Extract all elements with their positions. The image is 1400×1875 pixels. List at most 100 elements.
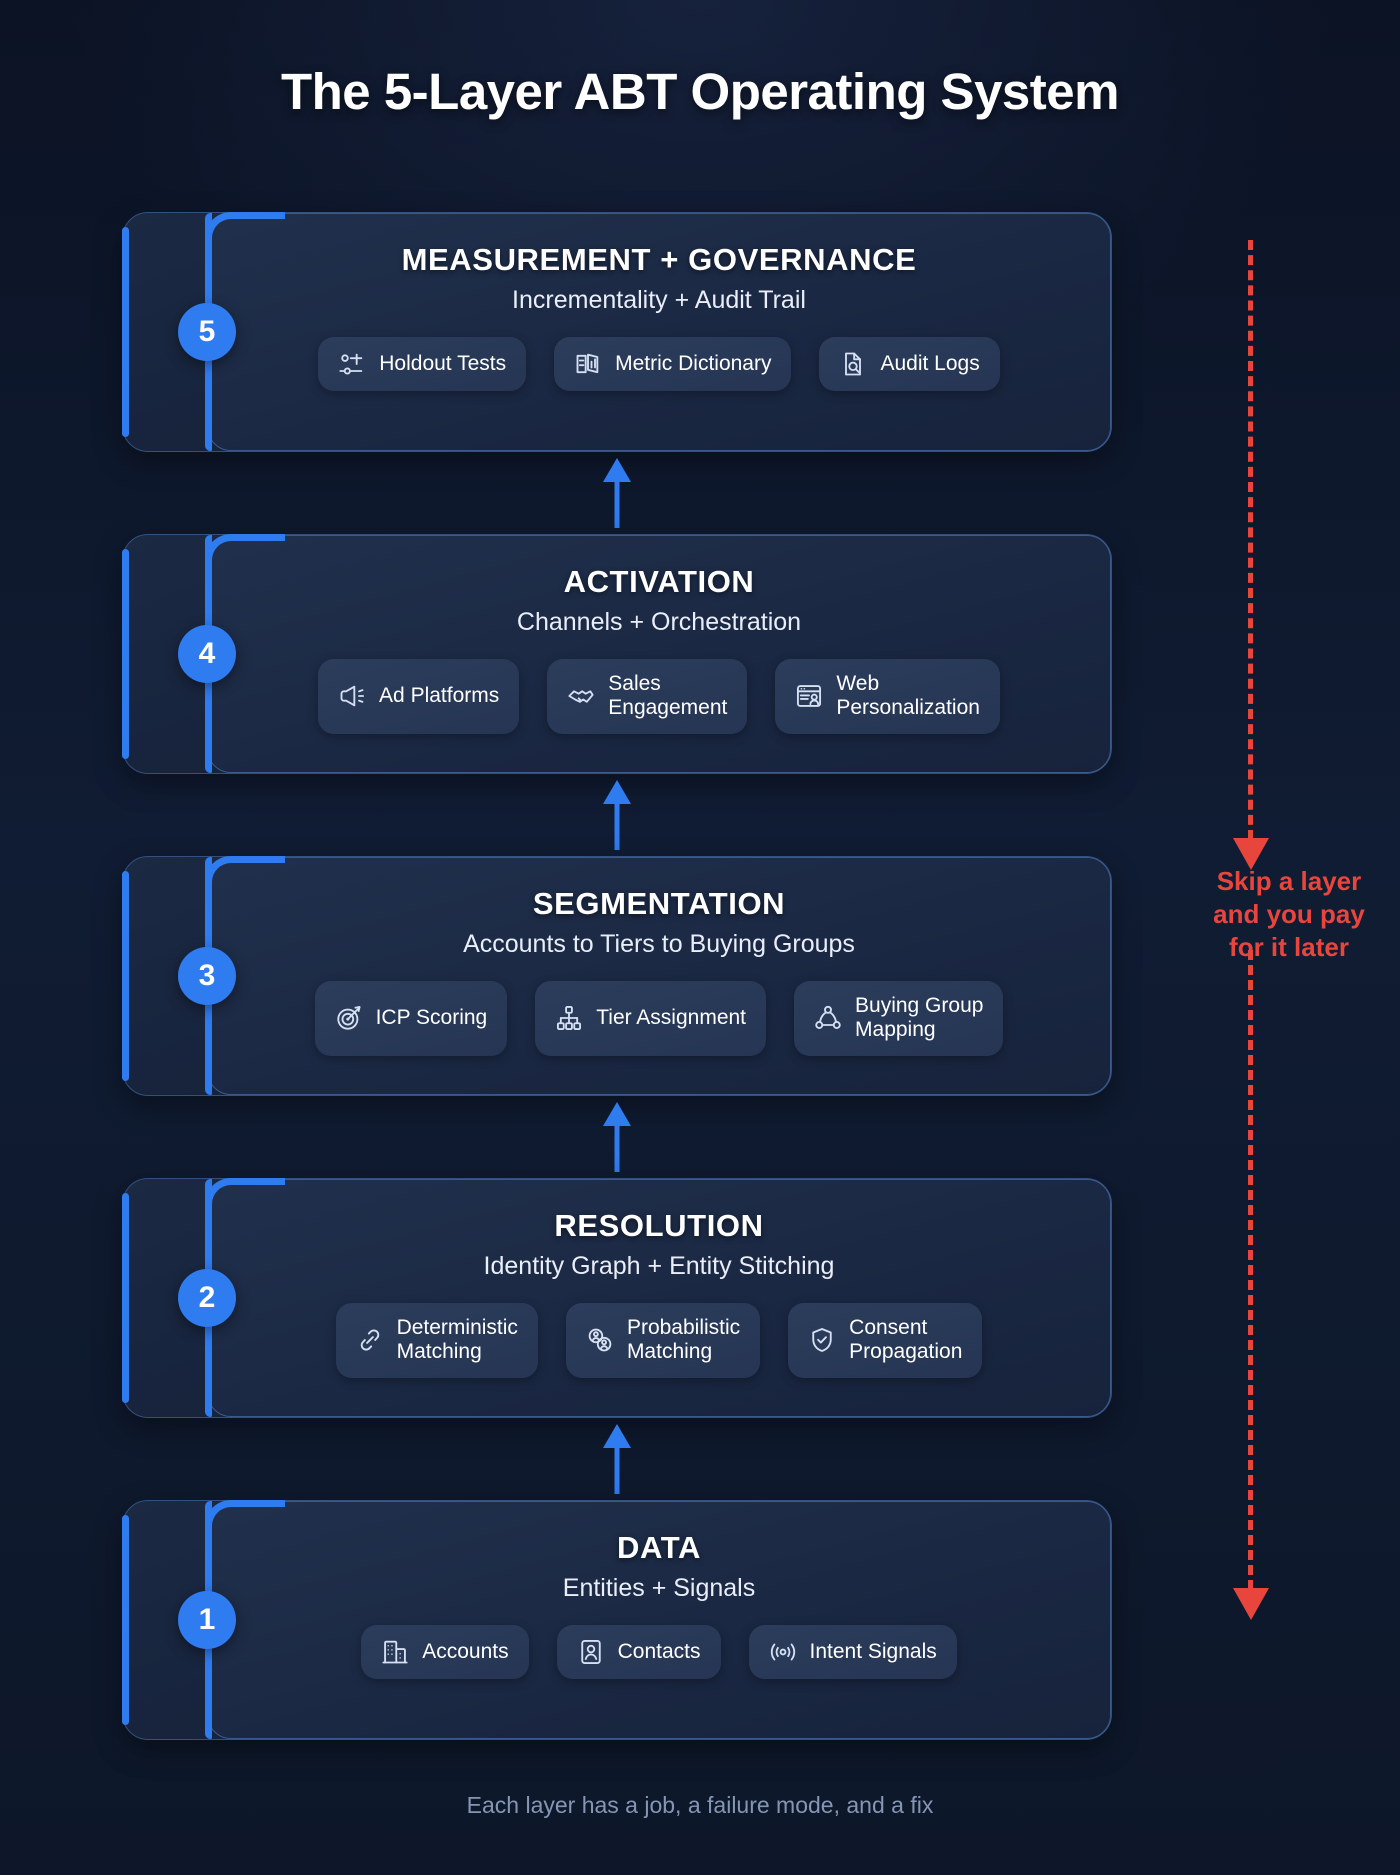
layer-subtitle: Channels + Orchestration <box>516 608 802 636</box>
chip-overlapping-users[interactable]: Probabilistic Matching <box>565 1303 761 1378</box>
layer-title: MEASUREMENT + GOVERNANCE <box>401 242 917 277</box>
chip-label: Holdout Tests <box>379 351 507 375</box>
layer-accent-bar-outer <box>122 1193 129 1403</box>
skip-layer-warning-rail: Skip a layer and you pay for it later <box>1180 240 1400 1660</box>
group-network-icon <box>814 1004 842 1032</box>
layer-title: DATA <box>617 1530 701 1565</box>
layer-title: SEGMENTATION <box>532 886 786 921</box>
chip-label: Consent Propagation <box>849 1316 963 1364</box>
layer-subtitle: Accounts to Tiers to Buying Groups <box>463 930 855 958</box>
layer-card-5[interactable]: 5 MEASUREMENT + GOVERNANCE Incrementalit… <box>122 212 1112 452</box>
layer-5: 5 MEASUREMENT + GOVERNANCE Incrementalit… <box>122 212 1112 528</box>
warning-line-2: and you pay <box>1213 898 1365 929</box>
chip-book-chart[interactable]: Metric Dictionary <box>554 337 792 391</box>
chip-label: Sales Engagement <box>608 672 728 720</box>
layer-subtitle: Identity Graph + Entity Stitching <box>483 1252 835 1280</box>
chip-handshake[interactable]: Sales Engagement <box>547 659 748 734</box>
layer-accent-bar-outer <box>122 1515 129 1725</box>
layer-2: 2 RESOLUTION Identity Graph + Entity Sti… <box>122 1178 1112 1494</box>
layer-3: 3 SEGMENTATION Accounts to Tiers to Buyi… <box>122 856 1112 1172</box>
layer-panel-1: DATA Entities + Signals Accounts Contact… <box>207 1501 1111 1739</box>
flow-arrow-up <box>602 1102 632 1172</box>
layer-chip-row: ICP Scoring Tier Assignment Buying Group… <box>234 981 1084 1056</box>
chip-group-network[interactable]: Buying Group Mapping <box>794 981 1004 1056</box>
layer-panel-2: RESOLUTION Identity Graph + Entity Stitc… <box>207 1179 1111 1417</box>
layer-card-3[interactable]: 3 SEGMENTATION Accounts to Tiers to Buyi… <box>122 856 1112 1096</box>
layer-panel-3: SEGMENTATION Accounts to Tiers to Buying… <box>207 857 1111 1095</box>
document-search-icon <box>839 350 867 378</box>
chip-label: Intent Signals <box>809 1639 937 1663</box>
flow-arrow-up <box>602 458 632 528</box>
handshake-icon <box>567 682 595 710</box>
flow-arrow-up <box>602 1424 632 1494</box>
hierarchy-icon <box>555 1004 583 1032</box>
layer-subtitle: Incrementality + Audit Trail <box>512 286 806 314</box>
layer-accent-bar-outer <box>122 549 129 759</box>
layer-title: RESOLUTION <box>554 1208 764 1243</box>
warning-line-3: for it later <box>1229 931 1349 962</box>
chip-target[interactable]: ICP Scoring <box>314 981 508 1056</box>
chip-document-search[interactable]: Audit Logs <box>819 337 1000 391</box>
chip-contact-card[interactable]: Contacts <box>556 1625 721 1679</box>
layer-chip-row: Holdout Tests Metric Dictionary Audit Lo… <box>234 337 1084 391</box>
red-arrow-down-bottom <box>1233 1588 1269 1620</box>
layer-panel-5: MEASUREMENT + GOVERNANCE Incrementality … <box>207 213 1111 451</box>
layer-subtitle: Entities + Signals <box>562 1574 756 1602</box>
contact-card-icon <box>577 1638 605 1666</box>
chip-label: Accounts <box>422 1639 509 1663</box>
chip-label: Web Personalization <box>836 672 980 720</box>
overlapping-users-icon <box>586 1326 614 1354</box>
layer-stack: 5 MEASUREMENT + GOVERNANCE Incrementalit… <box>122 212 1112 1740</box>
chip-hierarchy[interactable]: Tier Assignment <box>535 981 767 1056</box>
chip-browser-user[interactable]: Web Personalization <box>775 659 1000 734</box>
chip-signal-waves[interactable]: Intent Signals <box>748 1625 957 1679</box>
building-icon <box>381 1638 409 1666</box>
layer-4: 4 ACTIVATION Channels + Orchestration Ad… <box>122 534 1112 850</box>
layer-chip-row: Accounts Contacts Intent Signals <box>234 1625 1084 1679</box>
flow-arrow-up <box>602 780 632 850</box>
chip-building[interactable]: Accounts <box>361 1625 529 1679</box>
layer-card-1[interactable]: 1 DATA Entities + Signals Accounts Conta… <box>122 1500 1112 1740</box>
warning-line-1: Skip a layer <box>1216 866 1362 896</box>
layer-accent-hook <box>205 1178 285 1204</box>
chip-megaphone[interactable]: Ad Platforms <box>318 659 520 734</box>
layer-accent-hook <box>205 1500 285 1526</box>
book-chart-icon <box>574 350 602 378</box>
dashed-line-bottom <box>1248 950 1253 1590</box>
chip-label: Contacts <box>617 1639 701 1663</box>
layer-accent-bar-outer <box>122 227 129 437</box>
skip-layer-warning-text: Skip a layer and you pay for it later <box>1158 865 1400 963</box>
layer-card-2[interactable]: 2 RESOLUTION Identity Graph + Entity Sti… <box>122 1178 1112 1418</box>
layer-title: ACTIVATION <box>563 564 755 599</box>
layer-accent-hook <box>205 856 285 882</box>
signal-waves-icon <box>769 1638 797 1666</box>
split-test-icon <box>338 350 366 378</box>
layer-accent-hook <box>205 212 285 238</box>
chip-label: Audit Logs <box>880 351 980 375</box>
dashed-line-top <box>1248 240 1253 840</box>
chip-label: ICP Scoring <box>375 1006 488 1030</box>
chip-shield-check[interactable]: Consent Propagation <box>788 1303 983 1378</box>
chip-label: Metric Dictionary <box>615 351 772 375</box>
browser-user-icon <box>795 682 823 710</box>
layer-accent-hook <box>205 534 285 560</box>
layer-number-badge-5: 5 <box>178 303 236 361</box>
layer-number-badge-3: 3 <box>178 947 236 1005</box>
chip-label: Buying Group Mapping <box>855 994 984 1042</box>
layer-number-badge-2: 2 <box>178 1269 236 1327</box>
chip-link[interactable]: Deterministic Matching <box>335 1303 538 1378</box>
link-icon <box>356 1326 384 1354</box>
layer-card-4[interactable]: 4 ACTIVATION Channels + Orchestration Ad… <box>122 534 1112 774</box>
layer-number-badge-4: 4 <box>178 625 236 683</box>
target-icon <box>335 1004 363 1032</box>
megaphone-icon <box>338 682 366 710</box>
layer-accent-bar-outer <box>122 871 129 1081</box>
chip-label: Probabilistic Matching <box>626 1316 741 1364</box>
layer-chip-row: Ad Platforms Sales Engagement Web Person… <box>234 659 1084 734</box>
footer-caption: Each layer has a job, a failure mode, an… <box>466 1792 934 1818</box>
chip-label: Tier Assignment <box>596 1006 747 1030</box>
layer-1: 1 DATA Entities + Signals Accounts Conta… <box>122 1500 1112 1740</box>
chip-split-test[interactable]: Holdout Tests <box>318 337 527 391</box>
chip-label: Ad Platforms <box>379 684 500 708</box>
